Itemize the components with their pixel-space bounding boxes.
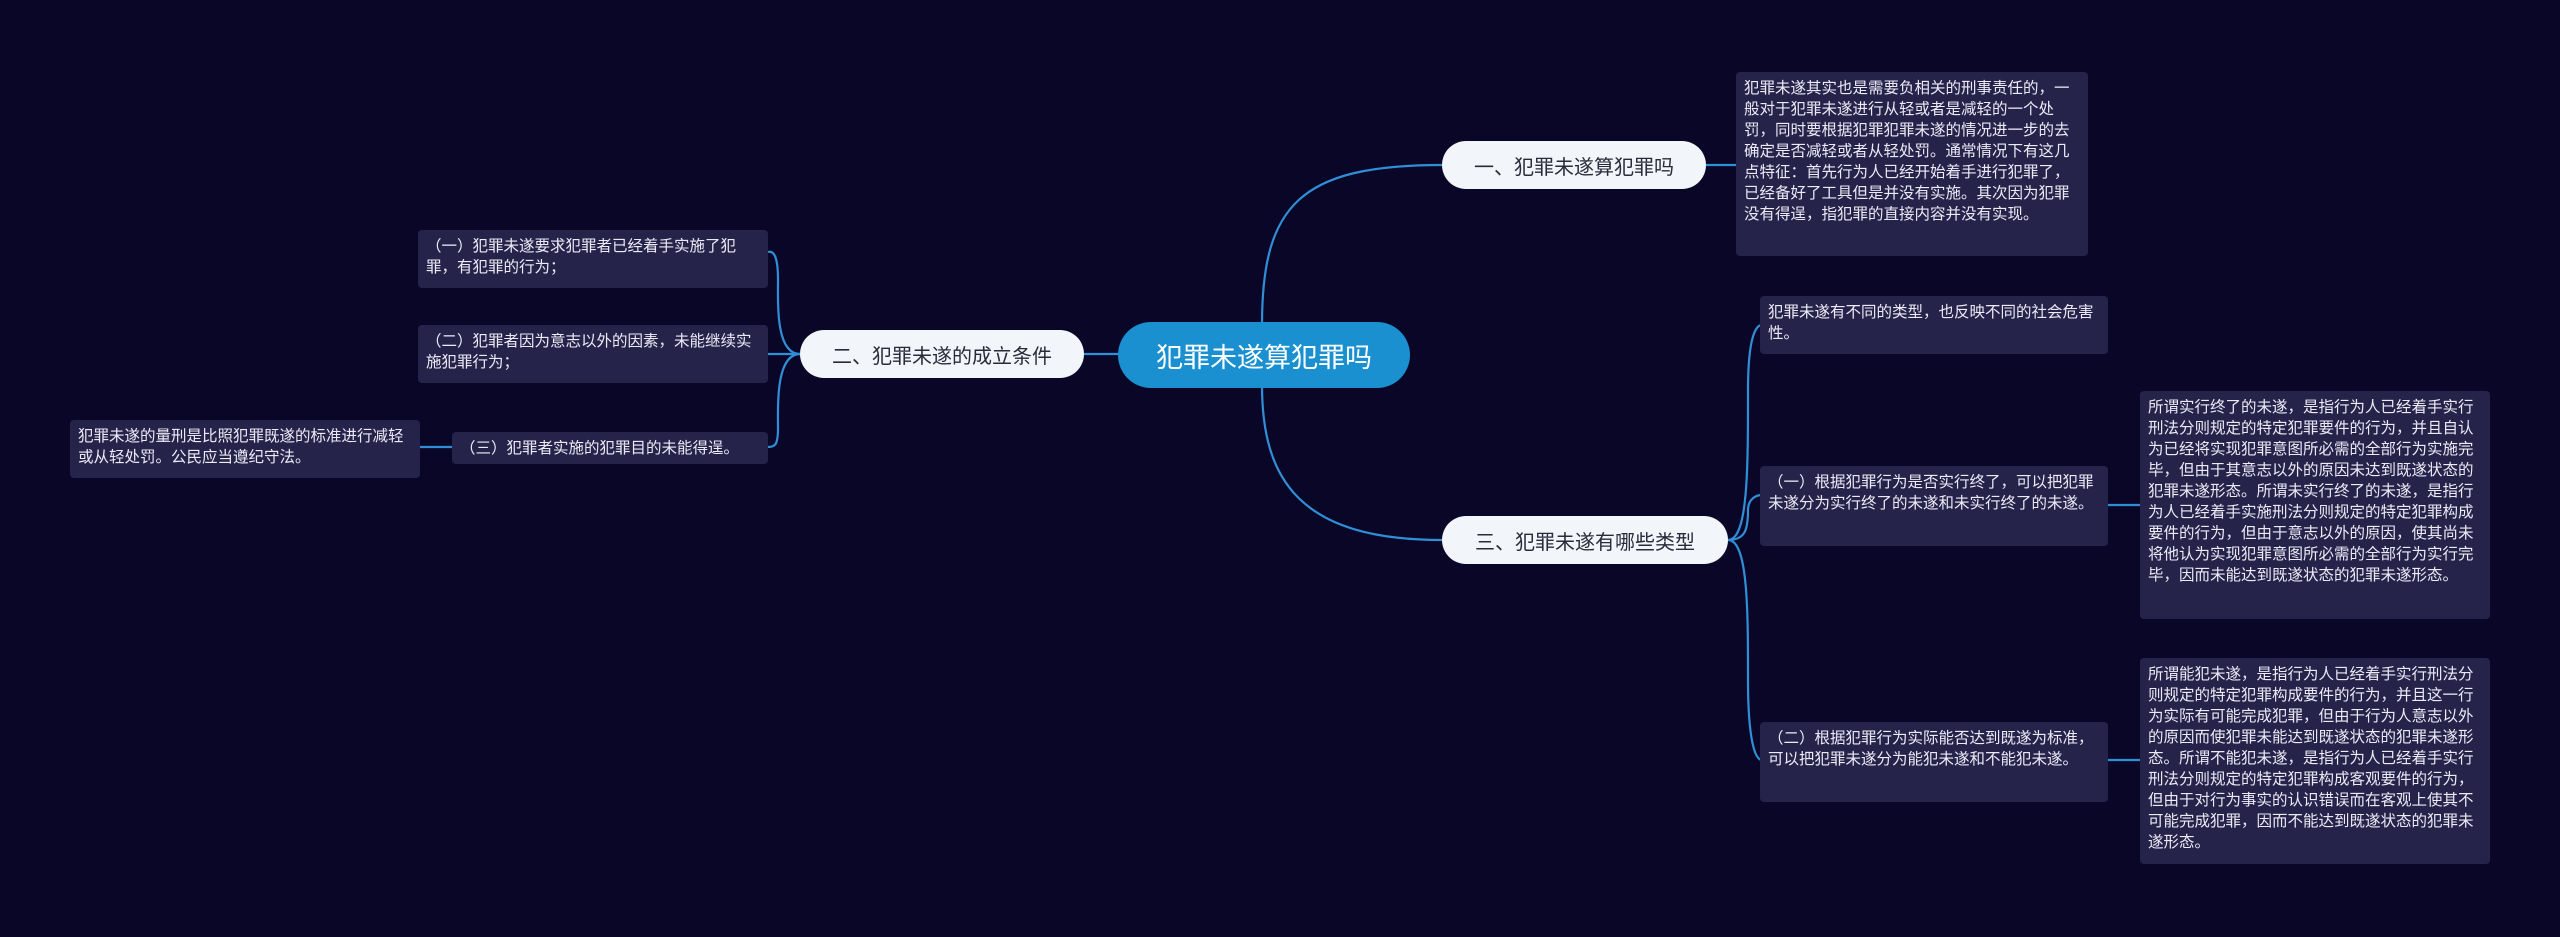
root-topic-label: 犯罪未遂算犯罪吗 xyxy=(1156,342,1372,374)
root-topic[interactable]: 犯罪未遂算犯罪吗 xyxy=(1118,322,1410,388)
type-2-possibility[interactable]: （二）根据犯罪行为实际能否达到既遂为标准，可以把犯罪未遂分为能犯未遂和不能犯未遂… xyxy=(1760,722,2108,802)
branch-label: 一、犯罪未遂算犯罪吗 xyxy=(1474,154,1674,179)
type-1-completion[interactable]: （一）根据犯罪行为是否实行终了，可以把犯罪未遂分为实行终了的未遂和未实行终了的未… xyxy=(1760,466,2108,546)
condition-item-2[interactable]: （二）犯罪者因为意志以外的因素，未能继续实施犯罪行为； xyxy=(418,325,768,383)
branch-is-attempt-a-crime[interactable]: 一、犯罪未遂算犯罪吗 xyxy=(1442,141,1706,189)
branch-attempt-conditions[interactable]: 二、犯罪未遂的成立条件 xyxy=(800,330,1084,378)
branch-attempt-types[interactable]: 三、犯罪未遂有哪些类型 xyxy=(1442,516,1728,564)
condition-item-3[interactable]: （三）犯罪者实施的犯罪目的未能得逞。 xyxy=(452,432,768,464)
condition-item-3-detail[interactable]: 犯罪未遂的量刑是比照犯罪既遂的标准进行减轻或从轻处罚。公民应当遵纪守法。 xyxy=(70,420,420,478)
branch-label: 三、犯罪未遂有哪些类型 xyxy=(1475,529,1695,554)
condition-item-1[interactable]: （一）犯罪未遂要求犯罪者已经着手实施了犯罪，有犯罪的行为； xyxy=(418,230,768,288)
types-intro[interactable]: 犯罪未遂有不同的类型，也反映不同的社会危害性。 xyxy=(1760,296,2108,354)
detail-attempt-liability[interactable]: 犯罪未遂其实也是需要负相关的刑事责任的，一般对于犯罪未遂进行从轻或者是减轻的一个… xyxy=(1736,72,2088,256)
branch-label: 二、犯罪未遂的成立条件 xyxy=(832,343,1052,368)
type-1-detail[interactable]: 所谓实行终了的未遂，是指行为人已经着手实行刑法分则规定的特定犯罪要件的行为，并且… xyxy=(2140,391,2490,619)
type-2-detail[interactable]: 所谓能犯未遂，是指行为人已经着手实行刑法分则规定的特定犯罪构成要件的行为，并且这… xyxy=(2140,658,2490,864)
